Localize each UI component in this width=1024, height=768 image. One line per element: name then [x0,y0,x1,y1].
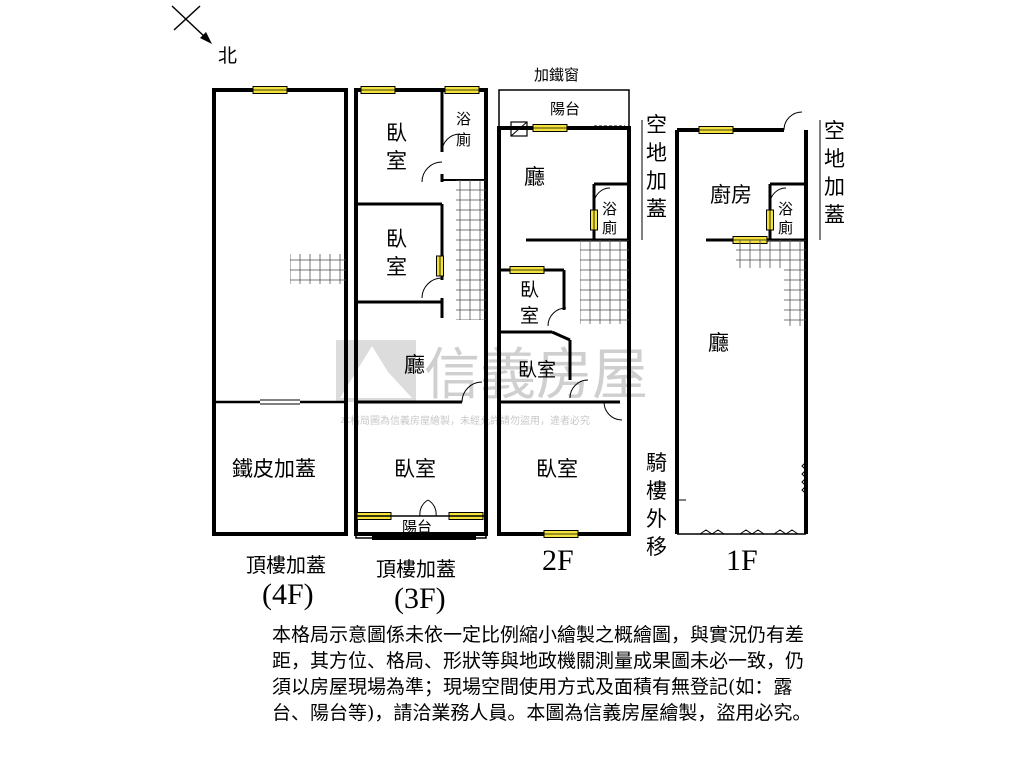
floor-1f-label: 1F [726,544,758,577]
room-2f-bed-mid: 臥室 [518,359,556,381]
floor-2f-plan: 加鐵窗 陽台 廳 浴 廁 臥 室 臥室 臥室 空 地 加 蓋 騎 樓 外 移 2… [497,66,686,577]
stairs-1f-top [736,240,806,268]
watermark: 信義房屋 本格局圖為信義房屋繪製，未經允許請勿盜用，違者必究 [336,340,648,427]
room-3f-balcony: 陽台 [402,518,432,536]
floor-4f-label: (4F) [262,578,314,611]
room-3f-bed-top-2: 室 [386,149,407,173]
side-2f-empty-4: 蓋 [646,197,667,221]
side-2f-arcade-4: 移 [646,535,667,559]
side-2f-empty-1: 空 [646,113,667,137]
room-2f-bed-small-2: 室 [520,305,539,327]
room-3f-bed-bottom: 臥室 [394,457,436,481]
floor-4f-plan: 鐵皮加蓋 頂樓加蓋 (4F) [212,86,348,611]
side-1f-empty-1: 空 [824,119,845,143]
side-2f-arcade-2: 樓 [646,479,667,503]
room-3f-bed-mid-1: 臥 [386,227,407,251]
floor-3f-plan: 浴 廁 臥 室 臥 室 廳 臥室 陽台 頂樓加蓋 (3F) [354,86,488,615]
side-2f-arcade-1: 騎 [646,451,667,475]
room-3f-bed-mid-2: 室 [386,255,407,279]
room-2f-balcony: 陽台 [550,100,580,118]
room-3f-bath-1: 浴 [456,110,471,128]
north-label: 北 [218,45,237,67]
floor-1f-plan: 廚房 浴 廁 廳 空 地 加 蓋 1F [675,111,845,577]
room-1f-bath-1: 浴 [778,200,793,218]
side-2f-empty-2: 地 [646,141,667,165]
watermark-brand: 信義房屋 [424,343,648,408]
north-arrow-icon [200,32,212,44]
room-2f-bath-2: 廁 [602,219,617,237]
stairs-4f [290,254,346,284]
room-3f-bath-2: 廁 [456,131,471,149]
room-2f-hall: 廳 [524,165,545,189]
floor-3f-label: (3F) [394,582,446,615]
room-iron-roof: 鐵皮加蓋 [232,457,316,481]
floor-3f-caption: 頂樓加蓋 [376,557,456,581]
side-1f-empty-3: 加 [824,175,845,199]
disclaimer-text: 本格局示意圖係未依一定比例縮小繪製之概繪圖，與實況仍有差距，其方位、格局、形狀等… [272,624,812,724]
side-2f-empty-3: 加 [646,169,667,193]
room-1f-bath-2: 廁 [778,219,793,237]
side-1f-empty-2: 地 [824,147,845,171]
room-3f-hall: 廳 [404,353,425,377]
watermark-notice: 本格局圖為信義房屋繪製，未經允許請勿盜用，違者必究 [340,414,590,427]
north-compass: 北 [171,5,237,67]
side-2f-arcade-3: 外 [646,507,667,531]
room-2f-window: 加鐵窗 [534,66,579,84]
side-1f-empty-4: 蓋 [824,203,845,227]
room-2f-bed-small-1: 臥 [520,279,539,301]
room-1f-kitchen: 廚房 [710,183,752,207]
room-3f-bed-top-1: 臥 [386,121,407,145]
stairs-3f [456,180,486,320]
room-2f-bed-bottom: 臥室 [536,457,578,481]
floor-4f-caption: 頂樓加蓋 [246,553,326,577]
stairs-2f [580,240,629,324]
floor-2f-label: 2F [542,544,574,577]
room-2f-bath-1: 浴 [602,200,617,218]
stairs-1f-side [784,268,806,326]
room-1f-hall: 廳 [708,331,729,355]
